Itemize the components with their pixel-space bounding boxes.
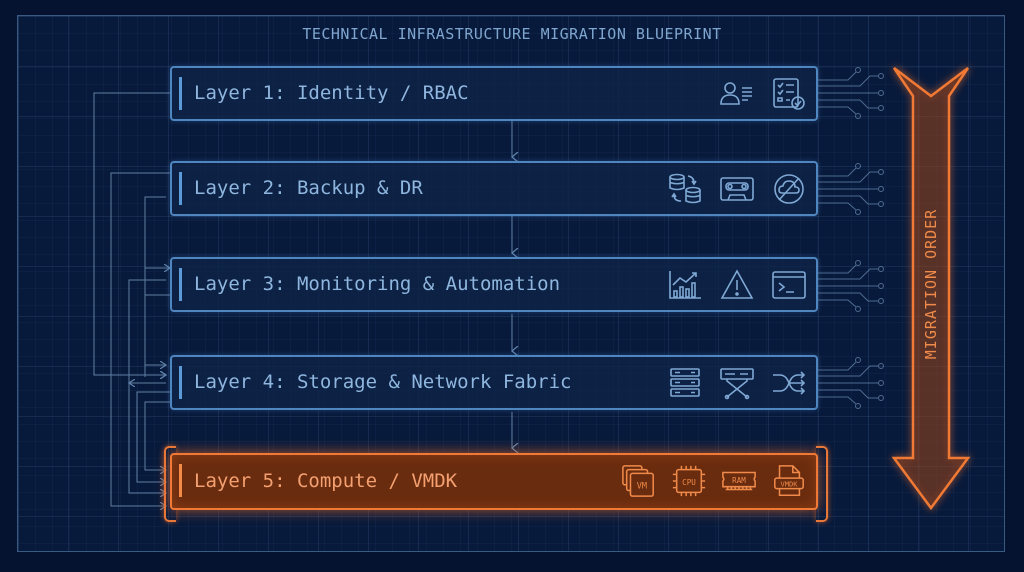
layer-accent-bar — [179, 268, 182, 301]
layer-label: Layer 5: Compute / VMDK — [194, 470, 458, 492]
diagram-title: TECHNICAL INFRASTRUCTURE MIGRATION BLUEP… — [302, 25, 722, 43]
svg-text:VM: VM — [637, 482, 647, 492]
layer-accent-bar — [179, 464, 182, 497]
layer-label: Layer 4: Storage & Network Fabric — [194, 371, 572, 393]
warning-triangle-icon — [720, 269, 754, 299]
layer-accent-bar — [179, 172, 182, 205]
layer-label: Layer 1: Identity / RBAC — [194, 82, 469, 104]
layer-2-backup-dr[interactable]: Layer 2: Backup & DR — [170, 161, 818, 216]
migration-order-label: MIGRATION ORDER — [922, 208, 940, 360]
database-sync-icon — [669, 173, 701, 204]
layer-5-compute-vmdk[interactable]: Layer 5: Compute / VMDK VM CPU RAM VMDK — [170, 453, 818, 510]
svg-text:VMDK: VMDK — [780, 480, 798, 489]
cloud-disabled-icon — [774, 174, 804, 204]
ram-module-icon: RAM — [722, 471, 756, 491]
migration-order-arrow — [891, 67, 971, 511]
vmdk-file-icon: VMDK — [774, 465, 804, 496]
bar-chart-trend-icon — [669, 271, 701, 299]
vm-stack-icon: VM — [622, 465, 654, 497]
cpu-chip-icon: CPU — [672, 465, 706, 497]
svg-text:CPU: CPU — [682, 478, 696, 487]
layer-accent-bar — [179, 77, 182, 110]
highlight-bracket-right — [816, 446, 828, 522]
checklist-shield-icon — [773, 78, 805, 110]
layer-label: Layer 2: Backup & DR — [194, 177, 423, 199]
layer-label: Layer 3: Monitoring & Automation — [194, 273, 561, 295]
terminal-icon — [772, 271, 806, 299]
layer-accent-bar — [179, 366, 182, 399]
user-list-icon — [720, 82, 752, 105]
layer-3-monitoring-automation[interactable]: Layer 3: Monitoring & Automation — [170, 257, 818, 312]
svg-text:RAM: RAM — [732, 476, 746, 485]
layer-1-identity-rbac[interactable]: Layer 1: Identity / RBAC — [170, 66, 818, 121]
network-switch-icon — [720, 368, 754, 400]
layer-4-storage-network[interactable]: Layer 4: Storage & Network Fabric — [170, 355, 818, 410]
tape-cassette-icon — [720, 177, 754, 201]
shuffle-routing-icon — [773, 371, 806, 395]
server-rack-icon — [670, 368, 700, 397]
highlight-bracket-left — [164, 446, 176, 522]
